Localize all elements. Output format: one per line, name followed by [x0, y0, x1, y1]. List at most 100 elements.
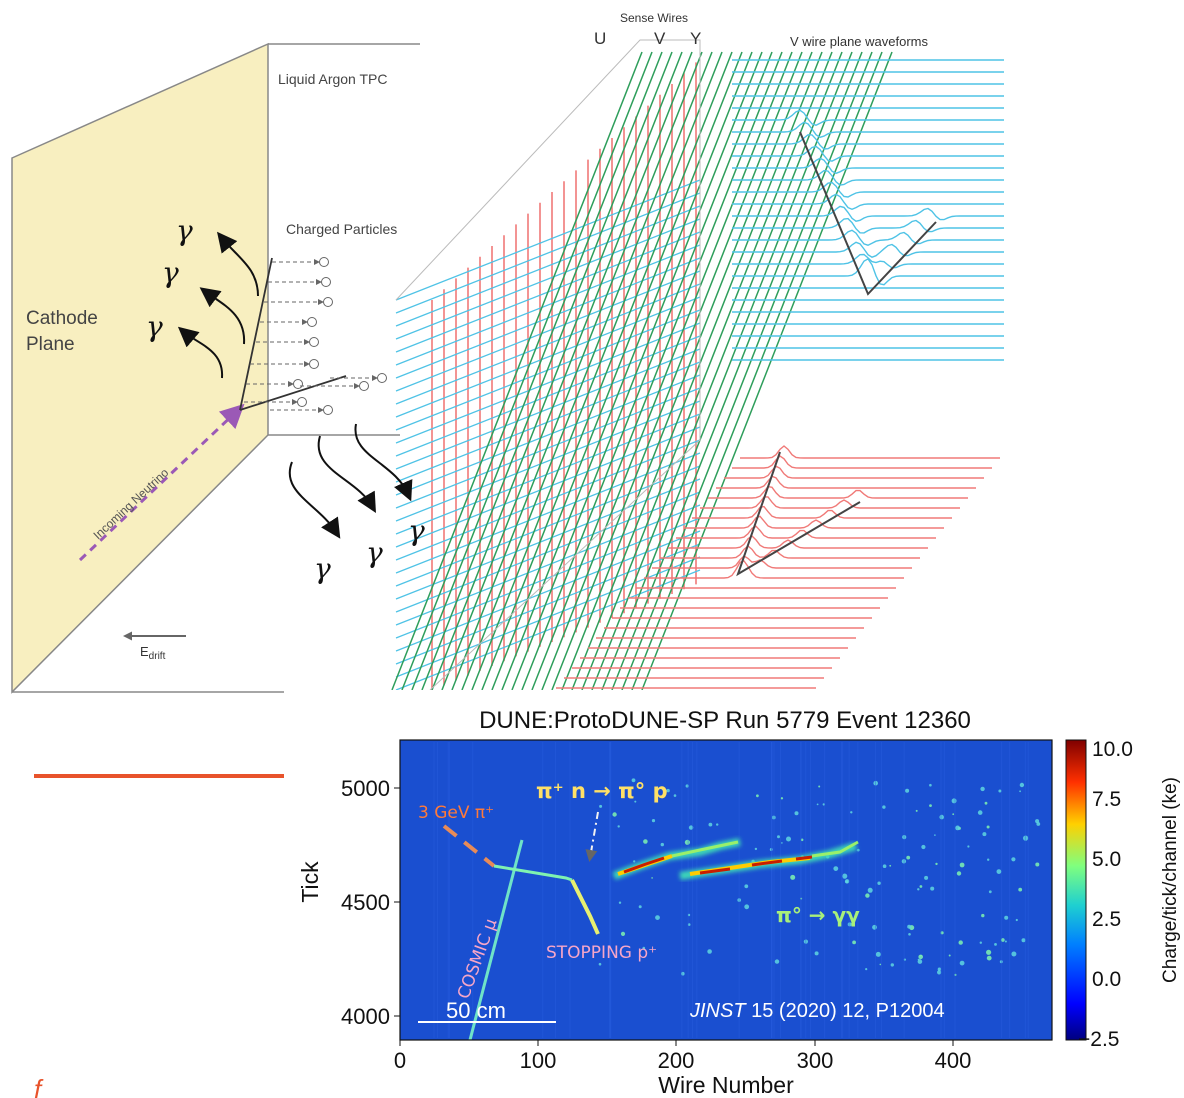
charge-hit — [617, 825, 620, 828]
y-waveform — [708, 485, 968, 499]
event-display-plot: 3 GeV π⁺ π⁺ n → π° p COSMIC μ STOPPING p… — [399, 739, 1053, 1041]
u-wire — [641, 51, 893, 691]
photon-shower-1 — [612, 838, 741, 880]
y-waveform — [644, 560, 904, 579]
v-wire — [395, 374, 701, 496]
y-waveform — [660, 545, 920, 559]
x-tick-label: 200 — [658, 1048, 695, 1073]
v-wire — [395, 491, 701, 613]
cathode-label-2: Plane — [26, 334, 75, 355]
charge-hit — [850, 811, 853, 814]
edrift-indicator: Edrift — [123, 631, 186, 662]
charge-hit — [994, 943, 997, 946]
gamma-symbol: γ — [176, 214, 193, 247]
u-wire — [601, 51, 853, 691]
charge-hit — [948, 954, 951, 957]
charge-hit — [930, 886, 935, 891]
y-waveform — [684, 515, 944, 529]
charge-hit — [654, 789, 656, 792]
electron-icon — [359, 381, 369, 391]
colorbar-tick: 5.0 — [1092, 848, 1121, 871]
beam-annotation: 3 GeV π⁺ — [418, 803, 494, 823]
y-axis: 4000 4500 5000 Tick — [297, 776, 400, 1029]
u-wire — [621, 51, 873, 691]
colorbar: 10.0 7.5 5.0 2.5 0.0 −2.5 Charge/tick/ch… — [1065, 738, 1181, 1051]
charge-hit — [833, 866, 839, 871]
v-wire — [395, 426, 701, 548]
charge-hit — [905, 788, 910, 793]
v-wire — [395, 452, 701, 574]
charge-hit — [612, 812, 617, 817]
charge-hit — [906, 855, 911, 860]
u-wire — [581, 51, 833, 691]
u-wire — [631, 51, 883, 691]
y-waveform — [692, 505, 952, 519]
v-wire — [395, 478, 701, 600]
charge-hit — [919, 885, 923, 888]
electron-icon — [309, 337, 319, 347]
charge-hit — [1011, 857, 1016, 862]
u-wire — [611, 51, 863, 691]
u-wire — [531, 51, 783, 691]
v-waveform — [732, 121, 1004, 139]
svg-text:Edrift: Edrift — [140, 644, 166, 662]
charge-hit — [651, 877, 653, 879]
u-wire — [411, 51, 663, 691]
charge-hit — [879, 963, 882, 966]
u-wire — [591, 51, 843, 691]
u-wire — [451, 51, 703, 691]
interaction-tracks — [239, 257, 347, 411]
plot-area — [400, 740, 1052, 1040]
v-waveform — [732, 229, 1004, 246]
charge-hit — [620, 931, 626, 937]
v-wire — [395, 543, 701, 665]
reaction-arrow — [585, 811, 599, 862]
v-waveform — [732, 134, 1004, 150]
v-wire — [395, 218, 701, 340]
charge-hit — [882, 864, 887, 868]
charge-hit — [915, 809, 918, 812]
u-wire — [571, 51, 823, 691]
charge-hit — [643, 839, 648, 844]
charge-hit — [655, 915, 660, 920]
u-wire — [401, 51, 653, 691]
charge-hit — [633, 860, 636, 863]
charge-hit — [917, 959, 923, 964]
v-waveform — [732, 157, 1004, 175]
electron-icon — [323, 297, 333, 307]
x-tick-label: 300 — [797, 1048, 834, 1073]
charge-hit — [865, 968, 868, 971]
electron-icon — [307, 317, 317, 327]
charge-hit — [1015, 918, 1018, 922]
charge-hit — [786, 836, 791, 842]
v-wire — [395, 400, 701, 522]
electron-icon — [293, 379, 303, 389]
v-plane-waveforms — [732, 59, 1004, 361]
y-tick-label: 4000 — [341, 1004, 390, 1029]
charge-hit — [924, 875, 929, 880]
v-wire — [395, 413, 701, 535]
u-wire — [441, 51, 693, 691]
y-waveform — [668, 535, 928, 549]
wire-plane-u-label: U — [594, 29, 606, 48]
y-plane-waveforms — [556, 445, 1000, 689]
y-waveform — [700, 496, 960, 509]
y-waveform — [724, 465, 984, 479]
charge-hit — [867, 887, 873, 893]
charge-hit — [998, 789, 1002, 793]
v-wire — [395, 361, 701, 483]
charge-hit — [1004, 940, 1007, 943]
x-tick-label: 100 — [520, 1048, 557, 1073]
u-wire — [541, 51, 793, 691]
electron-icon — [297, 397, 307, 407]
charge-hit — [631, 778, 636, 783]
u-wire — [461, 51, 713, 691]
charge-hit — [986, 825, 990, 829]
v-wire — [395, 504, 701, 626]
wire-plane-y-label: Y — [690, 29, 701, 48]
v-wire — [395, 517, 701, 639]
waveforms-title: V wire plane waveforms — [790, 34, 928, 49]
x-tick-label: 0 — [394, 1048, 406, 1073]
drift-electrons — [244, 257, 387, 415]
charge-hit — [987, 858, 990, 861]
